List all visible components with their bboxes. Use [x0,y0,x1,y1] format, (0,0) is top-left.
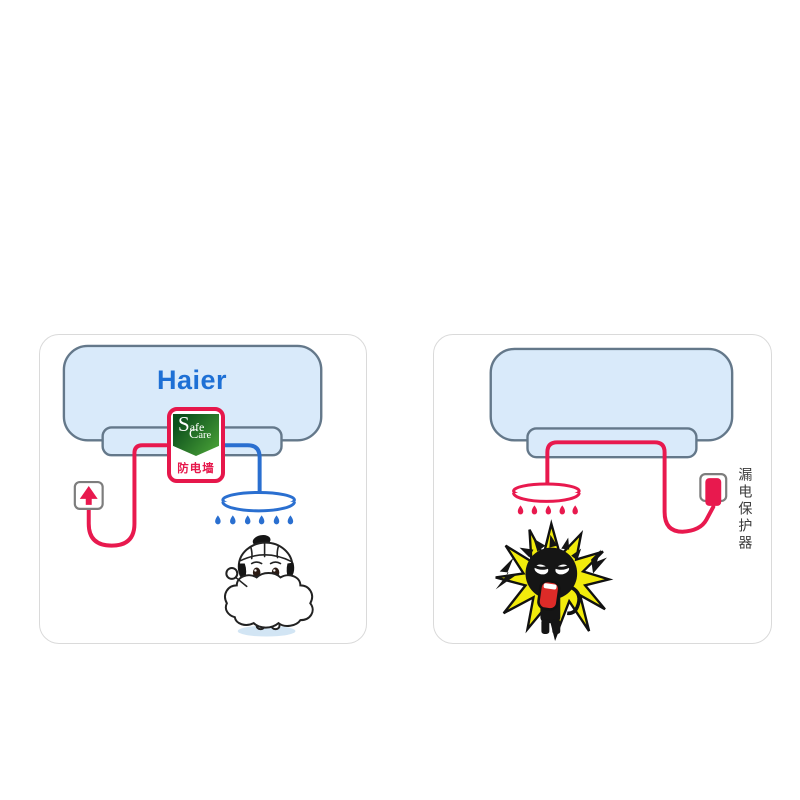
leg-left [541,619,550,635]
safe-care-shield: Safe Care [173,414,219,456]
leakage-protector-label: 漏电保护器 [737,467,754,552]
towel-edge [239,554,293,563]
haier-logo: Haier [156,365,228,395]
hand [225,566,239,580]
arrow-up-icon [79,486,98,505]
panel-safe-care: Haier Safe Care 防电墙 [39,334,367,644]
power-outlet [73,480,104,510]
water-drops [215,515,294,525]
lightning-accent-left [495,557,516,590]
shower-head [221,490,296,513]
safe-scenario-drawing [62,344,323,637]
head [525,547,578,600]
power-cord [545,440,716,534]
water-pipe [221,443,262,495]
arm [566,585,581,616]
water-drops [517,505,578,515]
eyebrow-left [250,561,263,565]
shock-scenario-drawing [489,347,734,641]
leakage-protector-plug [699,473,728,506]
showering-girl [224,535,314,637]
towel-body [224,571,314,629]
panel-no-protection: 漏电保护器 [433,334,772,644]
badge-word-care: Care [189,427,212,442]
safe-care-badge: Safe Care 防电墙 [167,407,225,483]
lightning-accent-right [591,549,607,574]
open-mouth [537,579,561,611]
power-cord [86,443,169,548]
badge-subtitle: 防电墙 [177,463,215,475]
badge-word-safe: Safe [178,412,205,436]
eyebrow-right [269,561,282,565]
shower-head [512,482,581,503]
electrocuted-character [519,534,582,635]
floor-shadow [237,625,296,637]
leg-right [552,619,561,635]
